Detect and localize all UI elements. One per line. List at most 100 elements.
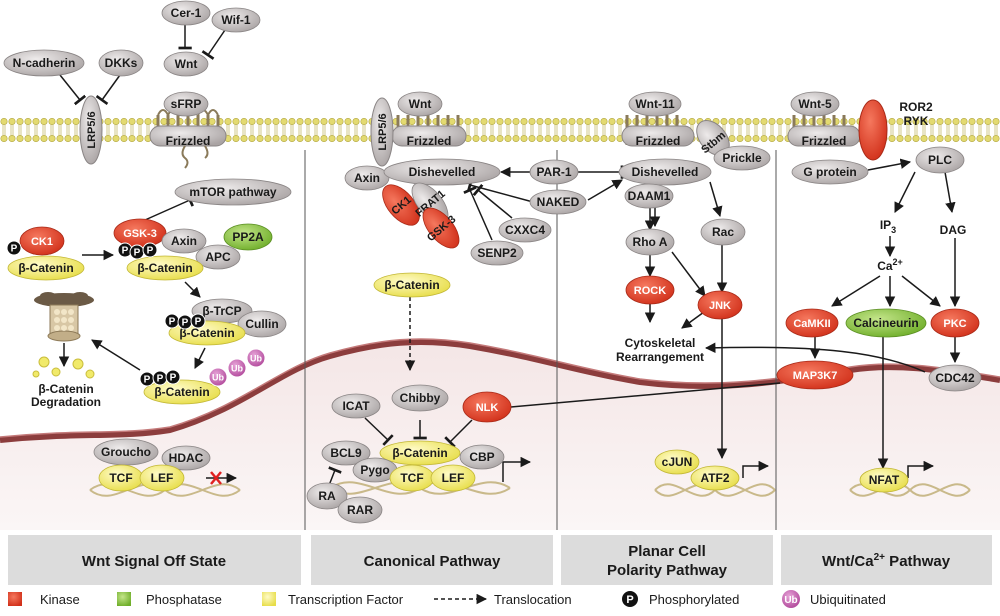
daam1-node-label: DAAM1 (628, 189, 671, 203)
section-headers: Wnt Signal Off State Canonical Pathway P… (8, 535, 992, 585)
wnt-node-canonical: Wnt (397, 91, 443, 117)
frizzled-receptor-pcp (621, 115, 695, 147)
phospho-icon-glyph: P (134, 248, 141, 259)
inhibition-gsk3-mtor (144, 193, 194, 221)
rac-node: Rac (700, 218, 746, 246)
axin-node-off: Axin (161, 228, 207, 254)
tcf-node-canonical-label: TCF (400, 471, 423, 485)
cer1-node: Cer-1 (161, 0, 211, 26)
section-title-ca: Wnt/Ca2+ Pathway (822, 552, 951, 570)
frizzled-label-ca: Frizzled (802, 134, 847, 148)
chibby-node-label: Chibby (400, 391, 441, 405)
cyto-label-1: Cytoskeletal (625, 336, 696, 350)
gprotein-node-shape (791, 159, 869, 185)
mtor-pathway-node: mTOR pathway (174, 178, 292, 206)
nlk-node: NLK (462, 391, 512, 423)
nfat-node-shape (859, 467, 909, 493)
rar-node-label: RAR (347, 503, 373, 517)
arrow-gsk-btrcp (184, 281, 201, 298)
rac-node-shape (700, 218, 746, 246)
cjun-node: cJUN (654, 449, 700, 475)
tcf-node-off-label: TCF (109, 471, 132, 485)
section-header-pcp (561, 535, 773, 585)
cjun-node-shape (654, 449, 700, 475)
atf2-node-label: ATF2 (700, 471, 729, 485)
phospho-icon: P (165, 369, 181, 385)
ra-node-shape (306, 482, 348, 510)
phospho-icon-glyph: P (170, 373, 177, 384)
ubiquitin-icon-glyph: Ub (231, 364, 243, 374)
mtor-pathway-node-shape (174, 178, 292, 206)
phospho-icon: P (129, 244, 145, 260)
senp2-node-shape (470, 240, 524, 266)
wif1-node-label: Wif-1 (221, 13, 251, 27)
gsk3-node-canonical: GSK-3 (422, 207, 460, 249)
pkc-node-shape (930, 308, 980, 338)
sfrp-node: sFRP (163, 91, 209, 117)
rock-node-shape (625, 275, 675, 305)
phospho-icon-glyph: P (195, 317, 202, 328)
arrow-map3k7-nlk (498, 382, 781, 413)
sfrp-node-shape (163, 91, 209, 117)
legend-phosphorylated-glyph: P (626, 594, 633, 606)
phospho-icon-shape (142, 242, 158, 258)
ror2-ryk-receptor (858, 99, 888, 161)
wnt11-node-shape (628, 91, 682, 117)
dishevelled-node-canonical-label: Dishevelled (409, 165, 476, 179)
arrow-btrcp-ub (194, 347, 206, 369)
nlk-node-label: NLK (476, 402, 499, 414)
phospho-icon-glyph: P (11, 244, 18, 255)
axin-node-canonical-shape (344, 165, 390, 191)
phospho-icon: P (6, 240, 22, 256)
arrow-plc-dag (944, 171, 956, 214)
catenin-node-cyto: β-Catenin (373, 272, 451, 298)
wnt11-node: Wnt-11 (628, 91, 682, 117)
catenin-node-nucleus-label: β-Catenin (392, 446, 447, 460)
catenin-node-off-2: β-Catenin (126, 255, 204, 281)
n-cadherin-node-shape (3, 49, 85, 77)
arrow-ca-pkc (901, 275, 941, 307)
legend-ubiquitinated-label: Ubiquitinated (810, 592, 886, 607)
phospho-icon-glyph: P (157, 374, 164, 385)
sfrp-node-label: sFRP (171, 97, 202, 111)
arrow-ca-camk (831, 275, 881, 307)
bcl9-node: BCL9 (321, 440, 371, 466)
dkks-node-label: DKKs (105, 56, 138, 70)
tcf-node-off: TCF (98, 464, 144, 492)
transcription-arrow-pcp (742, 460, 770, 478)
hdac-node: HDAC (161, 445, 211, 471)
catenin-node-off-1-label: β-Catenin (18, 261, 73, 275)
frizzled-label-pcp: Frizzled (636, 134, 681, 148)
frizzled-receptor-canonical (391, 115, 467, 147)
arrow-jnk-cyto (681, 311, 705, 329)
plc-node-label: PLC (928, 153, 952, 167)
legend-translocation-label: Translocation (494, 592, 572, 607)
ubiquitin-icon-shape (208, 367, 228, 387)
legend-phosphorylated-label: Phosphorylated (649, 592, 739, 607)
lrp-label-off: LRP5/6 (86, 111, 98, 148)
wnt5-node-shape (790, 91, 840, 117)
wnt-node-canonical-label: Wnt (409, 97, 432, 111)
legend-kinase-swatch (8, 592, 22, 606)
catenin-node-nucleus-shape (379, 440, 461, 466)
legend-tf-label: Transcription Factor (288, 592, 404, 607)
pygo-node-label: Pygo (360, 463, 389, 477)
par1-node: PAR-1 (529, 159, 579, 185)
wnt5-node: Wnt-5 (790, 91, 840, 117)
dishevelled-node-pcp-shape (618, 158, 712, 186)
dishevelled-node-pcp-label: Dishevelled (632, 165, 699, 179)
catenin-node-off-2-shape (126, 255, 204, 281)
pp2a-node-label: PP2A (232, 230, 264, 244)
inhibition-nlk-catenin (444, 419, 473, 448)
cullin-node-shape (237, 310, 287, 338)
phospho-icon-shape (165, 369, 181, 385)
camk-node-label: CaMKII (793, 318, 830, 330)
cbp-node-shape (459, 444, 505, 470)
nfat-node-label: NFAT (869, 473, 900, 487)
chibby-node: Chibby (391, 384, 449, 412)
ck1-node-off-shape (19, 226, 65, 256)
bcl9-node-shape (321, 440, 371, 466)
plc-node-shape (915, 146, 965, 174)
lef-node-off-label: LEF (151, 471, 174, 485)
